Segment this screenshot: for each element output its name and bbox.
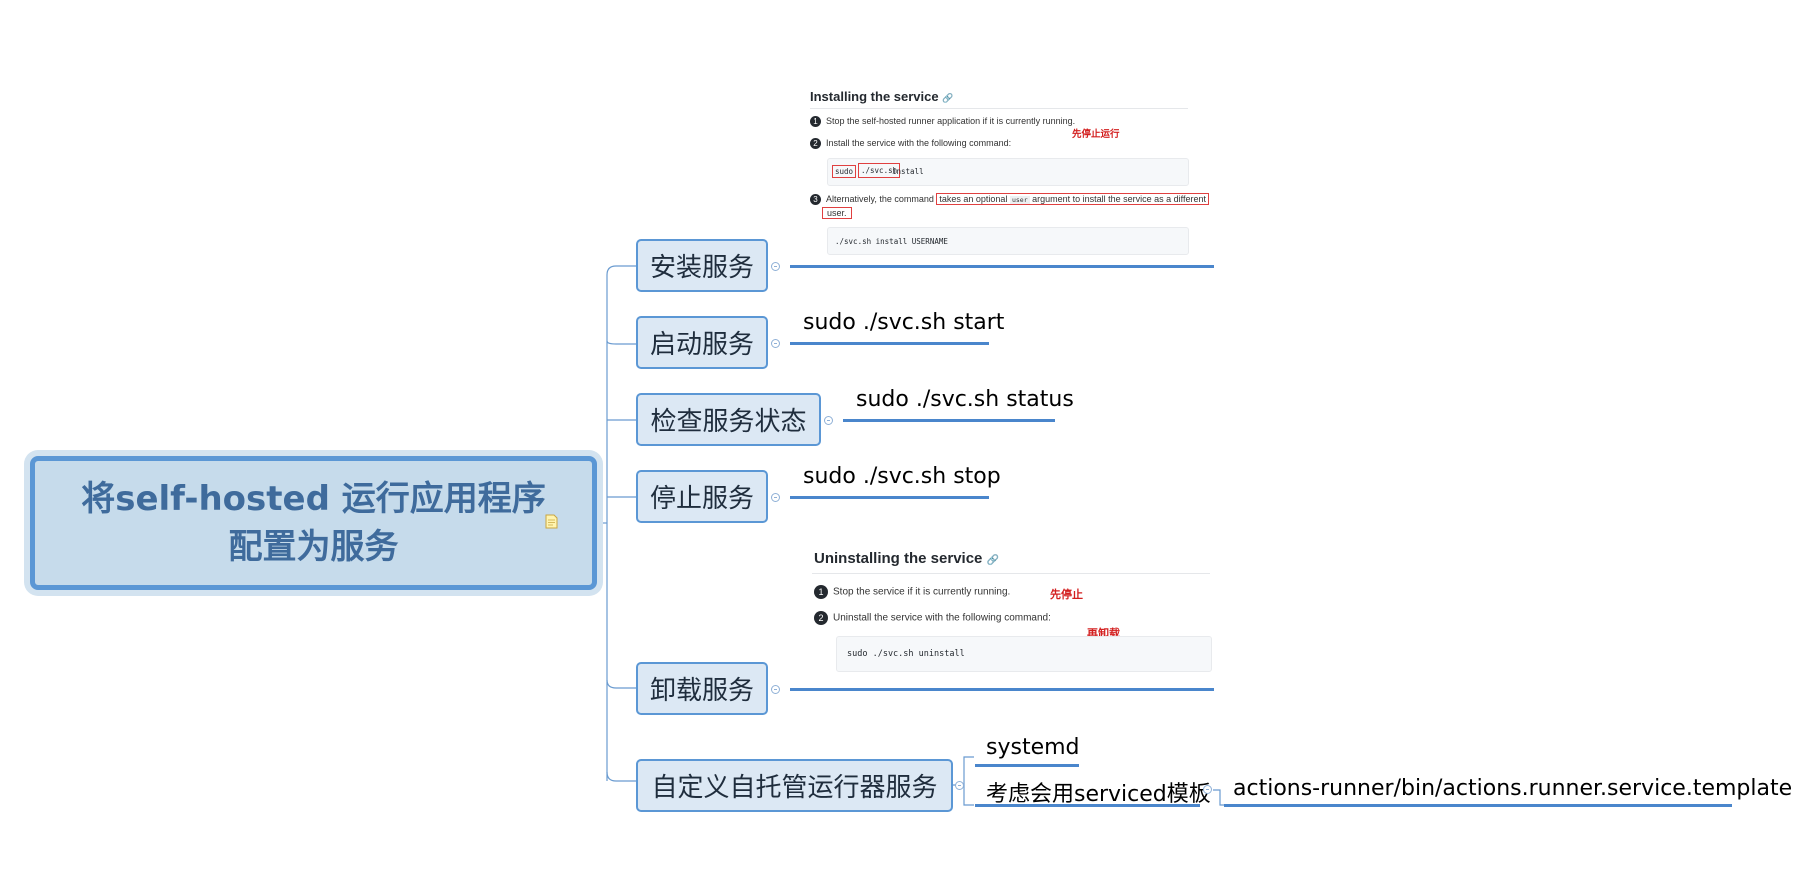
collapse-toggle-icon[interactable] <box>955 781 964 790</box>
topic-label: 检查服务状态 <box>650 407 807 437</box>
leaf-start-command[interactable]: sudo ./svc.sh start <box>803 310 1005 335</box>
install-command-block[interactable]: sudo ./svc.sh install <box>827 158 1189 186</box>
collapse-toggle-icon[interactable] <box>771 339 780 348</box>
topic-label: 安装服务 <box>649 253 754 283</box>
uninstall-shot-title: Uninstalling the service 🔗 <box>814 550 1000 567</box>
topic-label: 停止服务 <box>649 484 754 514</box>
topic-custom-runner-service[interactable]: 自定义自托管运行器服务 <box>636 759 953 812</box>
leaf-underline <box>1224 804 1732 807</box>
topic-label: 卸载服务 <box>649 676 754 706</box>
highlight-sudo: sudo <box>832 165 857 178</box>
install-username-command-block[interactable]: ./svc.sh install USERNAME <box>827 227 1189 255</box>
leaf-template-path[interactable]: actions-runner/bin/actions.runner.servic… <box>1233 776 1793 801</box>
leaf-underline <box>975 764 1079 767</box>
command-rest: install <box>892 167 924 176</box>
branch-underline <box>790 688 1214 691</box>
uninstall-command-block[interactable]: sudo ./svc.sh uninstall <box>836 636 1212 672</box>
root-title-line1: 将self-hosted 运行应用程序 <box>81 479 546 519</box>
root-topic[interactable]: 将self-hosted 运行应用程序 配置为服务 <box>30 456 597 590</box>
annotation-stop-first: 先停止运行 <box>1072 129 1120 140</box>
leaf-serviced-template[interactable]: 考虑会用serviced模板 <box>986 782 1211 807</box>
install-step-3-cont: user. <box>822 207 852 219</box>
leaf-systemd[interactable]: systemd <box>986 735 1080 760</box>
divider <box>812 573 1210 574</box>
leaf-stop-command[interactable]: sudo ./svc.sh stop <box>803 464 1001 489</box>
topic-check-status[interactable]: 检查服务状态 <box>636 393 821 446</box>
branch-underline <box>790 265 1214 268</box>
topic-label: 启动服务 <box>649 330 754 360</box>
annotation-stop-first: 先停止 <box>1050 588 1083 601</box>
topic-install-service[interactable]: 安装服务 <box>636 239 768 292</box>
install-shot-title: Installing the service 🔗 <box>810 89 954 104</box>
root-title-line2: 配置为服务 <box>228 527 399 567</box>
topic-stop-service[interactable]: 停止服务 <box>636 470 768 523</box>
collapse-toggle-icon[interactable] <box>771 493 780 502</box>
leaf-underline <box>975 804 1200 807</box>
divider <box>810 108 1188 109</box>
leaf-status-command[interactable]: sudo ./svc.sh status <box>856 387 1074 412</box>
note-icon[interactable] <box>545 514 558 529</box>
topic-uninstall-service[interactable]: 卸载服务 <box>636 662 768 715</box>
collapse-toggle-icon[interactable] <box>824 416 833 425</box>
leaf-underline <box>790 342 989 345</box>
highlight-svc: ./svc.sh <box>858 163 901 178</box>
leaf-underline <box>843 419 1055 422</box>
link-icon: 🔗 <box>942 93 954 103</box>
collapse-toggle-icon[interactable] <box>1203 785 1212 794</box>
link-icon: 🔗 <box>986 555 1000 566</box>
collapse-toggle-icon[interactable] <box>771 685 780 694</box>
collapse-toggle-icon[interactable] <box>771 262 780 271</box>
topic-start-service[interactable]: 启动服务 <box>636 316 768 369</box>
leaf-underline <box>790 496 989 499</box>
topic-label: 自定义自托管运行器服务 <box>651 773 938 803</box>
